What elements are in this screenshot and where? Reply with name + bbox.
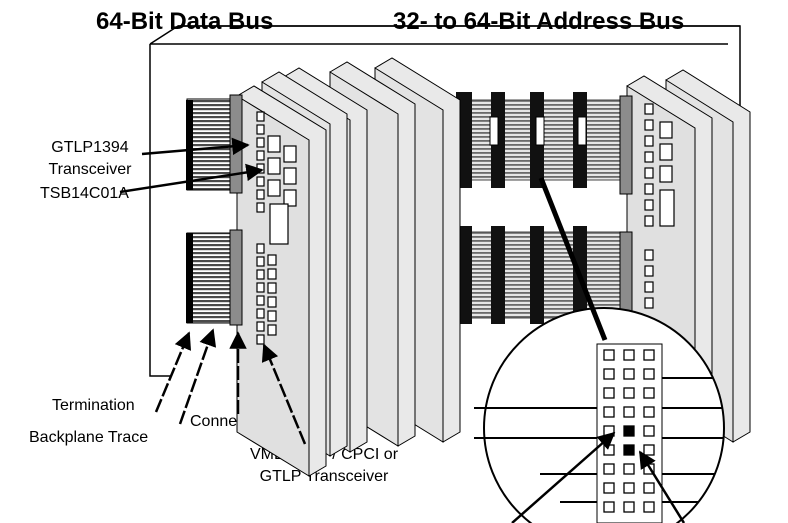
pin-square — [624, 350, 634, 360]
pin-square — [624, 502, 634, 512]
pin-square — [624, 445, 634, 455]
right-upper-connector — [620, 96, 632, 194]
connector-lower-3 — [530, 226, 544, 324]
pin-square — [624, 388, 634, 398]
pin-square — [604, 388, 614, 398]
pin-square — [604, 445, 614, 455]
pin-square — [604, 369, 614, 379]
pin-square — [644, 407, 654, 417]
card-left-front — [237, 86, 326, 476]
pin-square — [624, 483, 634, 493]
pin-square — [644, 388, 654, 398]
pin-square — [644, 350, 654, 360]
lower-card-connector — [230, 230, 242, 325]
lower-termination-block — [186, 233, 193, 323]
pin-square — [604, 407, 614, 417]
pin-square — [604, 483, 614, 493]
pin-square — [644, 502, 654, 512]
connector-slot-4 — [578, 117, 586, 145]
lower-termination-ribbon — [187, 233, 232, 323]
pin-square — [624, 464, 634, 474]
pin-grid — [604, 350, 654, 512]
pin-square — [604, 464, 614, 474]
pin-square — [604, 350, 614, 360]
pin-square — [624, 369, 634, 379]
pin-square — [644, 426, 654, 436]
connector-slot-3 — [536, 117, 544, 145]
pin-square — [604, 502, 614, 512]
pin-square — [644, 369, 654, 379]
pin-square — [624, 426, 634, 436]
pin-square — [644, 483, 654, 493]
pin-square — [624, 407, 634, 417]
connector-lower-2 — [491, 226, 505, 324]
upper-card-connector — [230, 95, 242, 193]
connector-slot-2 — [490, 117, 498, 145]
pin-square — [644, 445, 654, 455]
upper-termination-block — [186, 100, 193, 190]
termination-arrow — [156, 333, 189, 412]
